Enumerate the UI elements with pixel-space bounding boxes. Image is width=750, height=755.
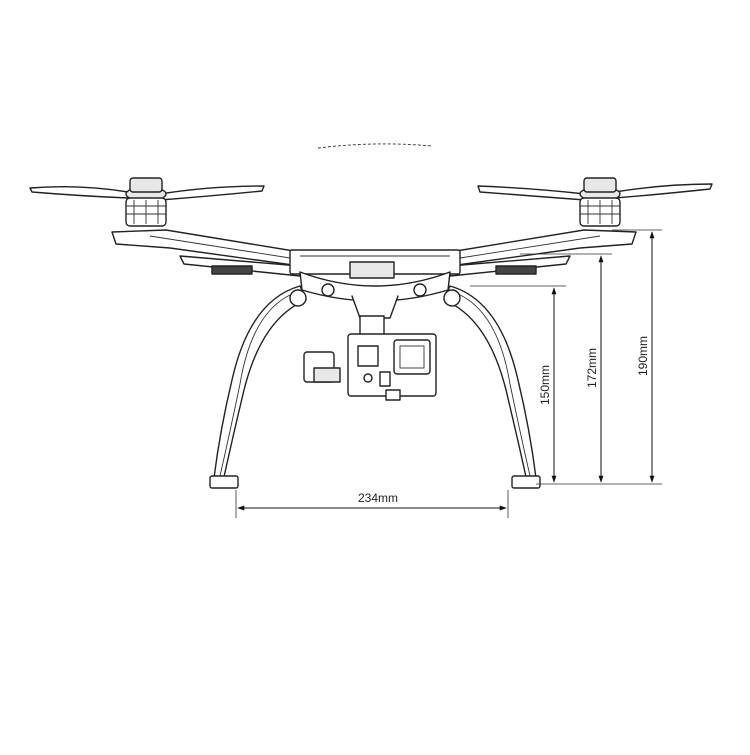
gimbal-camera — [303, 295, 437, 401]
center-frame — [289, 249, 461, 302]
right-motor — [579, 177, 621, 227]
total-height-label: 190mm — [636, 336, 650, 376]
quadcopter-illustration — [29, 177, 713, 489]
width-label: 234mm — [358, 491, 398, 505]
mid-height-label: 172mm — [585, 348, 599, 388]
dimension-annotations: 234mm 150mm 172mm 190mm — [235, 229, 662, 518]
left-motor — [125, 177, 167, 227]
rotor-motion-arc — [317, 143, 433, 149]
frame-height-label: 150mm — [538, 365, 552, 405]
landing-gear — [209, 285, 541, 489]
